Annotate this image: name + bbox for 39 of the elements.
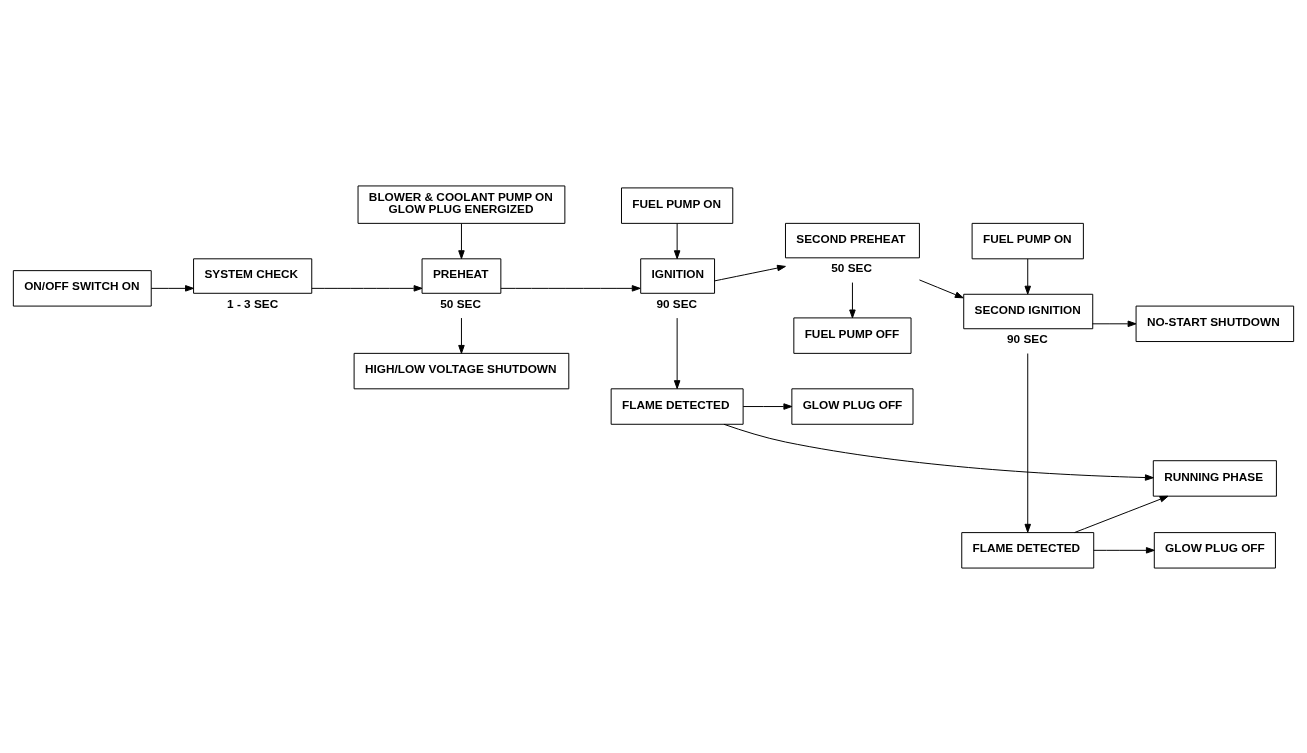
node-box: GLOW PLUG OFF: [791, 387, 914, 425]
node-box: FUEL PUMP ON: [971, 222, 1084, 259]
arrow: [723, 423, 1154, 481]
arrow: [150, 284, 194, 292]
arrow: [1091, 320, 1137, 327]
arrow: [500, 284, 641, 292]
node-box: GLOW PLUG OFF: [1153, 531, 1276, 569]
arrow: [918, 278, 964, 298]
arrow: [1093, 546, 1155, 554]
node-box: SECOND PREHEAT: [785, 222, 920, 258]
node-box: ON/OFF SWITCH ON: [12, 269, 152, 307]
node-box: FUEL PUMP OFF: [793, 316, 912, 354]
node-box: FLAME DETECTED: [610, 387, 744, 425]
node-box: FUEL PUMP ON: [621, 186, 734, 224]
node-box: IGNITION: [640, 257, 716, 294]
arrow: [673, 317, 681, 389]
node-box: HIGH/LOW VOLTAGE SHUTDOWN: [353, 352, 570, 389]
arrow: [1074, 495, 1169, 533]
arrow: [1024, 352, 1031, 533]
node-box: FLAME DETECTED: [961, 531, 1095, 569]
node-label: 90 SEC: [656, 296, 698, 311]
node-label: 50 SEC: [831, 260, 872, 275]
node-label: 50 SEC: [440, 296, 481, 311]
arrow: [713, 264, 786, 281]
node-label: 90 SEC: [1007, 331, 1048, 346]
arrow: [458, 222, 465, 259]
arrow: [742, 402, 793, 410]
node-box: SECOND IGNITION: [963, 293, 1094, 329]
arrow: [311, 284, 423, 292]
arrow: [1024, 257, 1031, 295]
node-box: PREHEAT: [421, 257, 502, 294]
node-box: NO-START SHUTDOWN: [1135, 305, 1295, 342]
node-box: SYSTEM CHECK: [193, 257, 313, 294]
arrow: [673, 222, 681, 259]
arrow: [458, 317, 465, 354]
node-box: BLOWER & COOLANT PUMP ON GLOW PLUG ENERGIZED: [357, 184, 566, 224]
node-label: 1 - 3 SEC: [227, 296, 279, 311]
node-box: RUNNING PHASE: [1152, 459, 1277, 497]
arrow: [849, 281, 856, 318]
